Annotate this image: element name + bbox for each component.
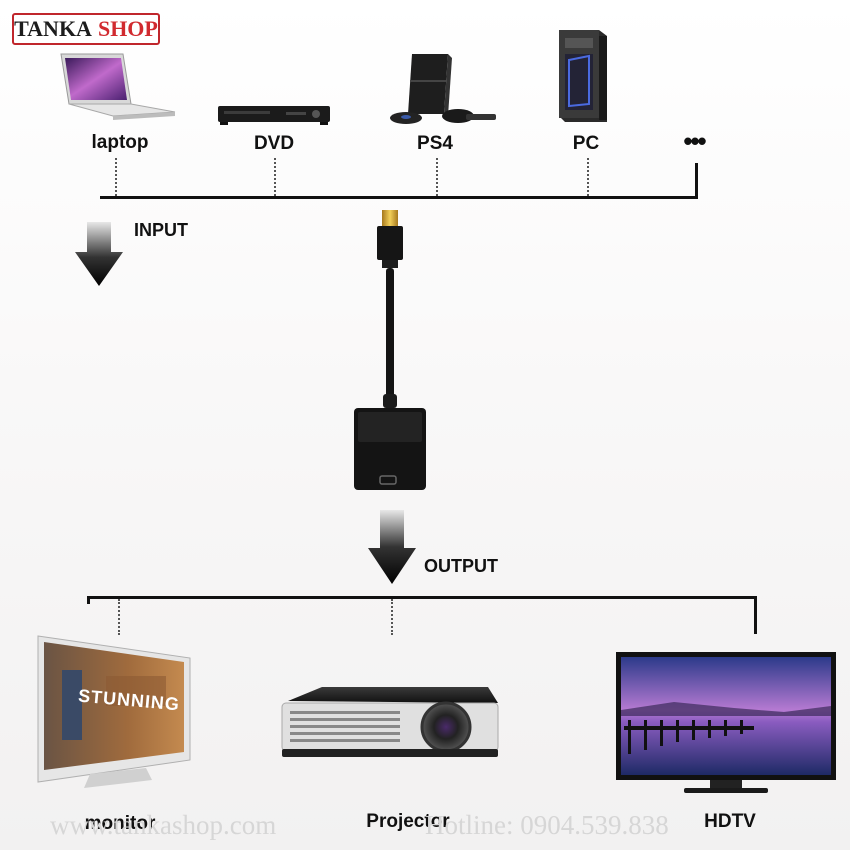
ps4-connector-line [436,158,438,196]
down-arrow-icon [75,222,123,286]
pc-tower-icon [559,30,607,122]
output-label-hdtv: HDTV [704,811,756,832]
dvd-connector-line [274,158,276,196]
logo-text-part2: SHOP [97,16,158,41]
watermark-hotline: Hotline: 0904.539.838 [425,810,669,840]
input-label: INPUT [134,220,188,240]
output-label-monitor: monitor [84,813,156,834]
down-arrow-icon [368,510,416,584]
monitor-icon [37,635,191,788]
ps4-console-icon [390,54,496,124]
projector-icon [281,687,499,757]
output-bus-line [87,596,757,599]
watermark-website: www.tankashop.com [50,810,277,840]
input-bus-line [100,196,698,199]
output-bus-left-end [87,596,90,604]
projector-connector-line [391,599,393,635]
output-label: OUTPUT [424,556,498,576]
input-label-pc: PC [572,133,600,154]
logo-text-part1: TANKA [14,16,92,41]
output-label-projector: Projector [366,811,450,832]
monitor-connector-line [118,599,120,635]
pc-connector-line [587,158,589,196]
more-devices-ellipsis: ••• [683,126,706,156]
hdtv-connector-line [754,596,757,634]
hdmi-to-vga-adapter-image [354,210,426,490]
input-label-dvd: DVD [253,133,295,154]
dvd-player-icon [218,106,330,125]
input-label-laptop: laptop [91,132,149,153]
laptop-connector-line [115,158,117,196]
input-label-ps4: PS4 [417,133,453,154]
shop-logo: TANKA SHOP [12,13,160,45]
hdtv-icon [616,652,836,793]
laptop-icon [60,53,176,120]
more-connector-line [695,163,698,199]
